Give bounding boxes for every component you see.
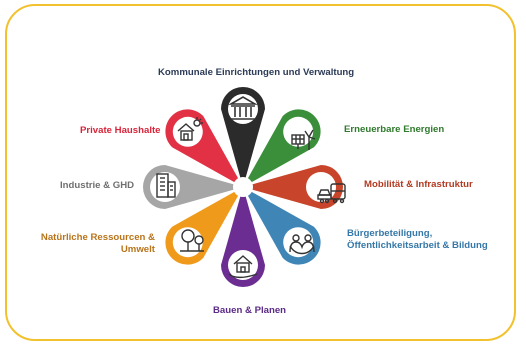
label-bauen: Bauen & Planen: [213, 305, 287, 316]
handshake-people-icon: [289, 234, 315, 255]
icon-circle-privat: [172, 116, 203, 147]
icon-circle-bauen: [228, 250, 258, 280]
label-energie: Erneuerbare Energien: [344, 124, 445, 135]
house-in-hand-icon: [228, 255, 258, 279]
label-natur: Natürliche Ressourcen & Umwelt: [37, 232, 155, 256]
government-building-icon: [228, 96, 258, 120]
label-industrie: Industrie & GHD: [60, 180, 135, 191]
electric-car-bus-icon: [317, 183, 346, 204]
center-hub: [233, 177, 253, 197]
solar-panel-wind-turbine-icon: [291, 129, 316, 150]
label-kommunal: Kommunale Einrichtungen und Verwaltung: [158, 67, 355, 78]
label-natur-line1: Natürliche Ressourcen &: [40, 232, 155, 243]
icon-circle-energie: [283, 116, 314, 147]
house-sun-icon: [177, 117, 203, 141]
label-buerger: Bürgerbeteiligung, Öffentlichkeitsarbeit…: [347, 228, 488, 252]
label-buerger-line1: Bürgerbeteiligung,: [347, 228, 433, 239]
label-privat: Private Haushalte: [80, 125, 161, 136]
label-buerger-line2: Öffentlichkeitsarbeit & Bildung: [347, 240, 488, 251]
office-building-icon: [156, 173, 176, 198]
label-natur-line2: Umwelt: [120, 244, 155, 255]
petal-icons: [156, 96, 346, 279]
rounded-frame: [5, 4, 516, 341]
trees-icon: [180, 229, 204, 252]
petals: [143, 87, 343, 287]
label-mobilitaet: Mobilität & Infrastruktur: [364, 179, 473, 190]
